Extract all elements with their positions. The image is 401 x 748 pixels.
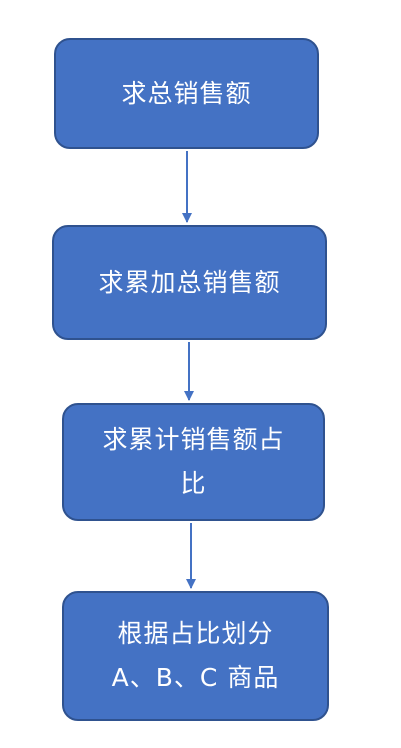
flow-node-abc-classification: 根据占比划分 A、B、C 商品 [62, 591, 329, 721]
node-text-line: 根据占比划分 [117, 619, 274, 648]
node-text-line: 比 [180, 469, 207, 498]
node-text-line: 求总销售额 [121, 78, 252, 108]
node-text-line: 求累计销售额占 [102, 425, 285, 454]
flow-node-total-sales: 求总销售额 [54, 38, 319, 149]
flow-node-cumulative-total-sales: 求累加总销售额 [52, 225, 327, 340]
flow-node-cumulative-sales-share: 求累计销售额占 比 [62, 403, 325, 521]
node-text-line: 求累加总销售额 [98, 267, 281, 297]
node-text-line: A、B、C 商品 [111, 663, 280, 692]
